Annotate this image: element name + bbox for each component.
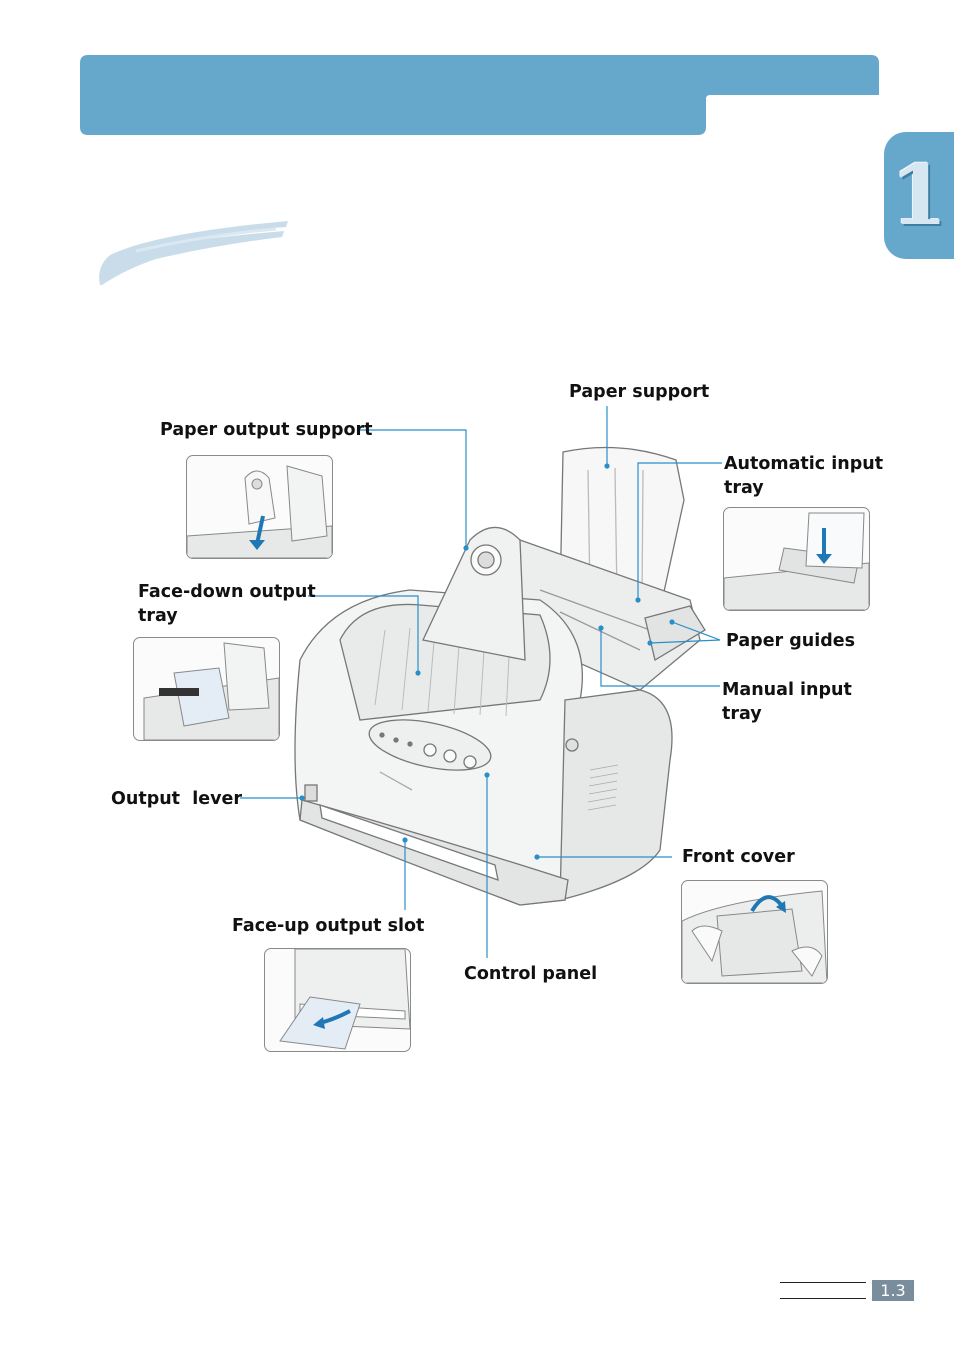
label-automatic-input-tray: Automatic input tray (724, 454, 884, 498)
inset-automatic-input-tray (723, 507, 870, 611)
face-up-output-slot-illustration (279, 949, 410, 1050)
inset-front-cover (681, 880, 828, 984)
label-paper-support: Paper support (569, 382, 710, 402)
footer-rule-bottom (780, 1298, 866, 1299)
inset-paper-output-support (186, 455, 333, 559)
chapter-tab: 1 (884, 132, 954, 259)
page-number: 1.3 (872, 1280, 914, 1301)
header-banner (80, 55, 879, 135)
label-face-down-output-tray: Face-down output tray (138, 582, 316, 626)
automatic-input-tray-illustration (724, 512, 869, 610)
inset-face-up-output-slot (264, 948, 411, 1052)
printer-illustration (294, 446, 706, 906)
label-control-panel: Control panel (464, 964, 598, 984)
leader-dots (299, 463, 675, 860)
label-manual-input-tray: Manual input tray (722, 680, 852, 724)
label-paper-output-support: Paper output support (160, 420, 373, 440)
leader-lines (240, 406, 722, 958)
chapter-number: 1 (890, 148, 948, 244)
footer-rule-top (780, 1282, 866, 1283)
label-face-up-output-slot: Face-up output slot (232, 916, 425, 936)
paper-output-support-illustration (187, 465, 332, 558)
label-paper-guides: Paper guides (726, 631, 856, 651)
label-front-cover: Front cover (682, 847, 795, 867)
inset-face-down-output-tray (133, 637, 280, 741)
label-output-lever: Output lever (111, 789, 243, 809)
front-cover-illustration (682, 890, 827, 983)
face-down-output-tray-illustration (143, 642, 279, 740)
brush-stroke-icon (99, 221, 288, 285)
